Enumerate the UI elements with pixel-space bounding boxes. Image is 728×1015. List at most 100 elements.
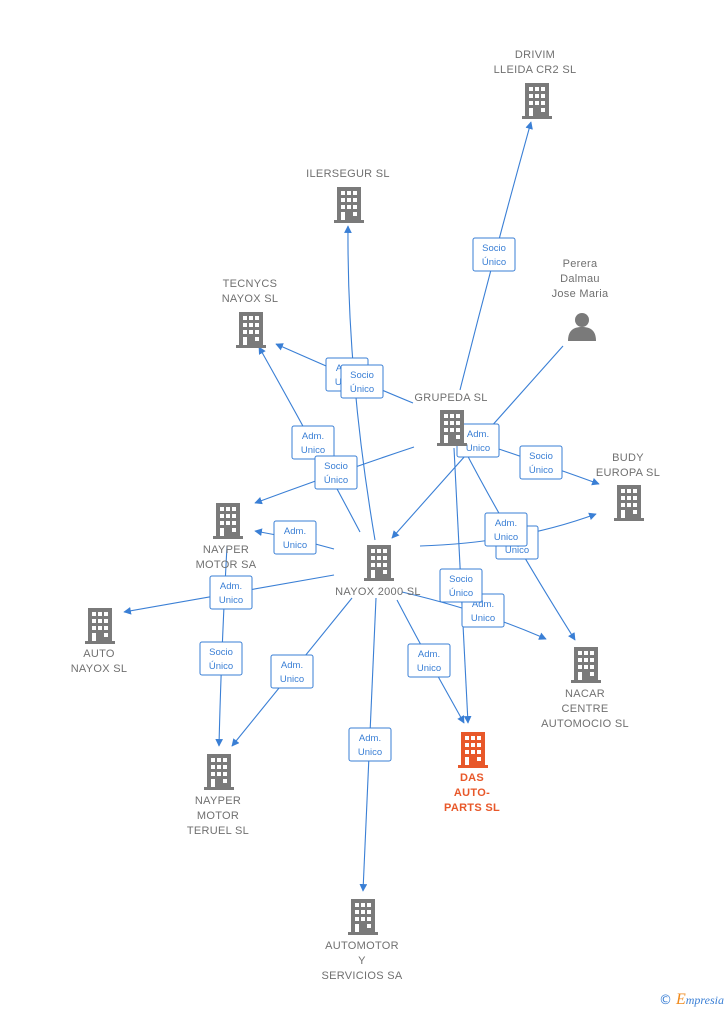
node-label: Jose Maria	[552, 288, 609, 300]
building-icon	[348, 899, 378, 935]
edge-label-text: Adm.	[472, 599, 494, 610]
building-icon	[458, 732, 488, 768]
edge-label-text: Adm.	[495, 518, 517, 529]
node-label: TECNYCS	[223, 278, 278, 290]
node-grupeda[interactable]: GRUPEDA SL	[414, 392, 487, 446]
edge-label-box	[270, 654, 314, 689]
edge-label-nayox2000-to-das[interactable]: Adm.Unico	[407, 643, 451, 678]
edges-layer	[123, 121, 600, 892]
building-icon	[236, 312, 266, 348]
node-label: NAYOX SL	[222, 293, 279, 305]
building-icon	[614, 485, 644, 521]
node-label: ILERSEGUR SL	[306, 168, 390, 180]
edge-label-text: Adm.	[418, 649, 440, 660]
node-label: BUDY	[612, 452, 644, 464]
node-label: TERUEL SL	[187, 825, 249, 837]
node-label: Y	[358, 955, 366, 967]
edge-label-text: Único	[324, 475, 348, 486]
node-label: EUROPA SL	[596, 467, 660, 479]
edge-label-nayox2000-to-nayper_teruel[interactable]: Adm. Unico	[270, 654, 314, 689]
node-nayper_motor[interactable]: NAYPER MOTOR SA	[196, 503, 257, 571]
edge-label-text: Adm.	[281, 660, 303, 671]
node-label: AUTO-	[454, 787, 490, 799]
node-label: GRUPEDA SL	[414, 392, 487, 404]
node-label: DRIVIM	[515, 49, 555, 61]
node-drivim[interactable]: DRIVIM LLEIDA CR2 SL	[494, 49, 577, 119]
edge-label-box	[340, 364, 384, 399]
edge-label-text: Unico	[283, 540, 307, 551]
node-label: AUTOMOCIO SL	[541, 718, 629, 730]
building-icon	[213, 503, 243, 539]
edge-label-nayox2000-to-tecnycs[interactable]: Adm.Unico	[291, 425, 335, 460]
node-label: SERVICIOS SA	[321, 970, 402, 982]
node-label: MOTOR	[197, 810, 239, 822]
edge-label-box	[519, 445, 563, 480]
node-label: NAYOX SL	[71, 663, 128, 675]
empresia-brand[interactable]: ©Empresia	[659, 991, 724, 1009]
edge-label-text: Unico	[219, 595, 243, 606]
node-label: MOTOR SA	[196, 559, 257, 571]
edge-label-grupeda-to-nacar[interactable]: Adm.Unico	[484, 512, 528, 547]
brand-initial: E	[675, 991, 686, 1008]
node-nayox2000[interactable]: NAYOX 2000 SL	[335, 545, 421, 598]
node-label: NAYPER	[203, 544, 249, 556]
building-icon	[571, 647, 601, 683]
node-label: Perera	[563, 258, 598, 270]
edge-label-text: Socio	[449, 574, 473, 585]
edge-label-text: Unico	[505, 545, 529, 556]
edge-label-box	[209, 575, 253, 610]
edge-label-text: Único	[350, 384, 374, 395]
edge-label-box	[314, 455, 358, 490]
node-label: AUTO	[83, 648, 115, 660]
edge-label-box	[348, 727, 392, 762]
node-label: LLEIDA CR2 SL	[494, 64, 577, 76]
node-ilersegur[interactable]: ILERSEGUR SL	[306, 168, 390, 223]
node-label: NAYOX 2000 SL	[335, 586, 421, 598]
edge-label-text: Unico	[358, 747, 382, 758]
edge-label-box	[484, 512, 528, 547]
edge-label-text: Único	[482, 257, 506, 268]
node-budy[interactable]: BUDY EUROPA SL	[596, 452, 660, 521]
copyright-icon: ©	[658, 993, 672, 1008]
edge-label-text: Socio	[529, 451, 553, 462]
building-icon	[437, 410, 467, 446]
edge-label-text: Adm.	[284, 526, 306, 537]
edge-label-nayox2000-to-automotor[interactable]: Adm.Unico	[348, 727, 392, 762]
node-auto_nayox[interactable]: AUTO NAYOX SL	[71, 608, 128, 675]
edge-label-box	[199, 641, 243, 676]
edge-label-text: Adm.	[220, 581, 242, 592]
building-icon	[522, 83, 552, 119]
edge-label-text: Adm.	[467, 429, 489, 440]
edge-label-text: Unico	[301, 445, 325, 456]
edge-label-text: Unico	[471, 613, 495, 624]
edge-labels-layer: SocioÚnicoAdm.UnicoSocioÚnicoAdm.UnicoSo…	[199, 237, 563, 762]
node-tecnycs[interactable]: TECNYCS NAYOX SL	[222, 278, 279, 348]
person-icon	[568, 313, 596, 341]
edge-label-box	[439, 568, 483, 603]
edge-label-text: Socio	[324, 461, 348, 472]
edge-label-nayox2000-to-auto_nayox[interactable]: Adm. Unico	[209, 575, 253, 610]
edge-label-text: Único	[209, 661, 233, 672]
node-nayper_teruel[interactable]: NAYPER MOTOR TERUEL SL	[187, 754, 249, 837]
node-label: AUTOMOTOR	[325, 940, 399, 952]
edge-label-text: Socio	[482, 243, 506, 254]
building-icon	[85, 608, 115, 644]
edge-label-box	[291, 425, 335, 460]
node-label: NAYPER	[195, 795, 241, 807]
node-label: NACAR	[565, 688, 605, 700]
edge-label-box	[472, 237, 516, 272]
edge-label-text: Unico	[280, 674, 304, 685]
node-label: DAS	[460, 772, 484, 784]
node-automotor[interactable]: AUTOMOTOR Y SERVICIOS SA	[321, 899, 403, 982]
edge-label-nayox2000-to-nayper_motor[interactable]: Adm. Unico	[273, 520, 317, 555]
